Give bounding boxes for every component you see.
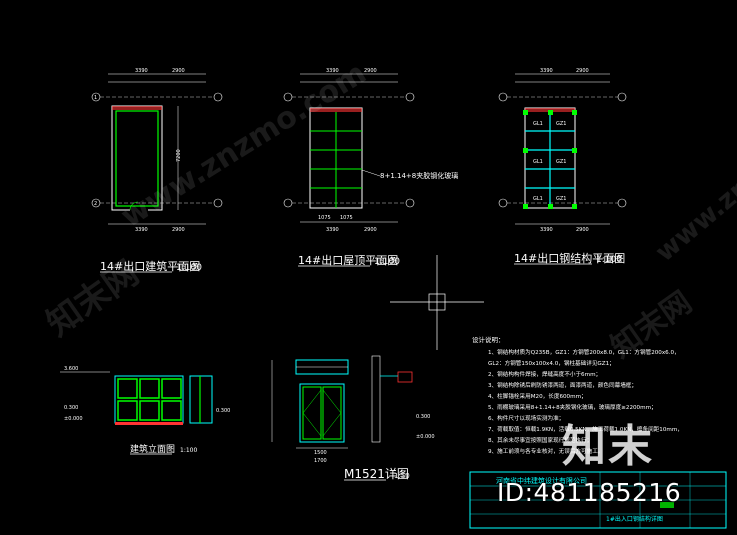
notes-line: 3、钢结构除锈后刷防锈漆两道，面漆两道，颜色同幕墙框；: [488, 381, 637, 389]
dim-label: 3390: [326, 68, 339, 74]
section-detail: [397, 371, 413, 383]
cad-crosshair: [390, 255, 484, 350]
roof-glass-grid: [310, 112, 362, 208]
door-leaf-right: [322, 386, 342, 440]
outer-wall: [111, 105, 163, 211]
elevation-frame: [114, 375, 184, 424]
drawing-title: 14#出口建筑平面图: [100, 259, 200, 273]
notes-line: 6、构件尺寸以现场实测为准；: [488, 414, 564, 422]
red-band: [310, 108, 362, 112]
notes-line: 8、其余未尽事宜按照国家现行规范执行；: [488, 436, 592, 444]
dim-label: 1700: [314, 458, 327, 464]
notes-line: 9、施工前须与各专业核对，无误后方可施工。: [488, 447, 603, 455]
dim-label: 2900: [364, 68, 377, 74]
dim-label: 3390: [540, 68, 553, 74]
door-leaf-left: [302, 386, 322, 440]
door-frame: [299, 383, 345, 443]
door-swing: [129, 201, 139, 211]
notes-line: GL2：方钢管150x100x4.0，钢柱基础详见GZ1；: [488, 359, 615, 367]
side-elevation: [189, 375, 213, 424]
grid-bubble: [498, 92, 508, 102]
title-block: 河南省中纬建筑设计有限公司 1#出入口钢结构详图: [469, 471, 727, 529]
notes-heading: 设计说明：: [472, 335, 505, 344]
steel-frame-grid: [525, 112, 575, 208]
watermark-logo: 知末: [562, 421, 654, 472]
sheet-name: 1#出入口钢结构详图: [606, 515, 663, 523]
structure-drawing: 3390 2900 GL1 GL1 GL1 GZ1 GZ1 GZ1 3390 2…: [498, 68, 627, 265]
door-section: [371, 355, 381, 443]
roof-drawing: 3390 2900 8+1.14+8夹胶钢化玻璃 1075 1075 3390 …: [283, 68, 458, 267]
grid-bubble: [405, 92, 415, 102]
notes-line: 2、钢结构构件焊接，焊缝高度不小于6mm；: [488, 370, 601, 378]
drawing-scale: 1:50: [394, 472, 410, 480]
grid-bubble: [213, 198, 223, 208]
dim-label: 2900: [172, 68, 185, 74]
grid-label: 1: [94, 95, 97, 101]
door-opening-marks: [302, 389, 342, 437]
steel-columns: [523, 110, 577, 209]
drawing-title: 14#出口钢结构平面图: [514, 251, 625, 265]
drawing-scale: 1:100: [596, 255, 622, 265]
level-label: 0.300: [216, 408, 230, 414]
elevation-base: [115, 422, 183, 425]
grid-bubble: [617, 198, 627, 208]
grid-bubble: [405, 198, 415, 208]
grid-bubble: [498, 198, 508, 208]
grid-bubble: [283, 92, 293, 102]
red-band: [112, 106, 162, 110]
dim-label: 2900: [364, 227, 377, 233]
leader-line: [361, 169, 381, 177]
door-detail: 1500 1700 0.300 ±0.000 M1521详图 1:50: [271, 355, 435, 481]
title-block-stamp: [660, 502, 674, 508]
level-label: 3.600: [64, 366, 78, 372]
notes-line: 4、柱脚锚栓采用M20，长度600mm；: [488, 392, 587, 400]
roof-note: 8+1.14+8夹胶钢化玻璃: [380, 171, 458, 180]
company-name: 河南省中纬建筑设计有限公司: [496, 476, 587, 485]
drawing-title: M1521详图: [344, 466, 409, 481]
level-label: ±0.000: [64, 416, 83, 422]
grid-bubble: [283, 198, 293, 208]
dim-label: 2900: [576, 68, 589, 74]
dim-label: 2900: [576, 227, 589, 233]
grid-bubble: [617, 92, 627, 102]
grid-bubble: [213, 92, 223, 102]
member-label: GL1: [533, 121, 543, 127]
drawing-scale: 1:100: [374, 257, 400, 267]
dim-label: 2900: [172, 227, 185, 233]
notes-line: 1、钢结构材质为Q235B，GZ1：方钢管200x8.0，GL1：方钢管200x…: [488, 348, 680, 356]
dim-label: 7200: [176, 149, 182, 162]
dim-label: 3390: [135, 227, 148, 233]
level-label: 0.300: [416, 414, 430, 420]
level-label: 0.300: [64, 405, 78, 411]
member-label: GL1: [533, 159, 543, 165]
member-label: GZ1: [556, 196, 566, 202]
member-label: GZ1: [556, 159, 566, 165]
drawing-scale: 1:100: [176, 263, 202, 273]
drawing-scale: 1:100: [180, 447, 197, 454]
notes-line: 7、荷载取值：恒载1.9KN，活载0.5KN，施工荷载1.0KN，檩条间距10m…: [488, 425, 683, 433]
level-label: ±0.000: [416, 434, 435, 440]
dim-label: 1075: [318, 215, 331, 221]
watermark-id: ID:481185216: [497, 478, 682, 507]
member-label: GL1: [533, 196, 543, 202]
drawing-title: 14#出口屋顶平面图: [298, 253, 398, 267]
elevation-drawing: 3.600 0.300 ±0.000 0.300 建筑立面图 1:100: [60, 366, 230, 455]
design-notes: 设计说明： 1、钢结构材质为Q235B，GZ1：方钢管200x8.0，GL1：方…: [472, 335, 683, 455]
elevation-panels: [117, 378, 182, 421]
glass-wall: [115, 110, 159, 207]
notes-line: 5、雨棚玻璃采用8+1.14+8夹胶钢化玻璃，玻璃厚度≥2200mm；: [488, 403, 657, 411]
grid-label: 2: [94, 201, 97, 207]
dim-label: 3390: [540, 227, 553, 233]
plan-drawing: 3390 2900 1 2 7200 3390 2900 14#出口建筑平面图 …: [91, 68, 223, 273]
dim-label: 3390: [135, 68, 148, 74]
dim-label: 1500: [314, 450, 327, 456]
member-label: GZ1: [556, 121, 566, 127]
drawing-title: 建筑立面图: [130, 443, 175, 455]
dim-label: 3390: [326, 227, 339, 233]
dim-label: 1075: [340, 215, 353, 221]
